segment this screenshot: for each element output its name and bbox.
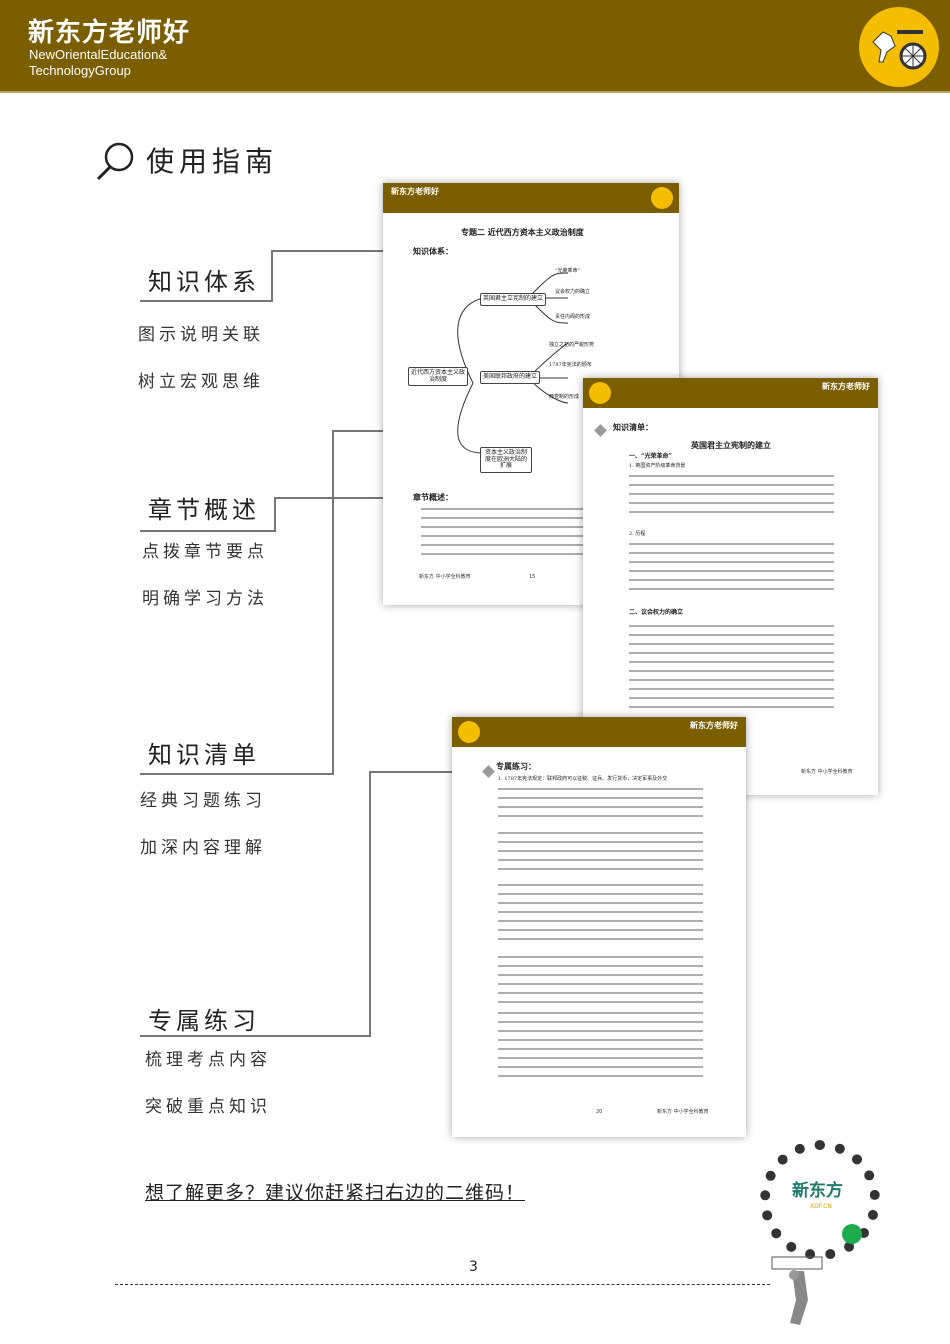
section-desc: 图示说明关联 [138, 325, 264, 345]
mind-map-leaf: 两党制的形成 [549, 394, 580, 400]
page-brand: 新东方老师好 [822, 382, 870, 391]
connector-line [140, 773, 334, 775]
chariot-logo-icon [458, 721, 480, 743]
chariot-logo-icon [859, 7, 939, 87]
body-text [498, 829, 703, 874]
body-text [498, 785, 703, 823]
section-desc: 加深内容理解 [140, 838, 266, 858]
page-number: 3 [469, 1259, 478, 1275]
connector-line [271, 250, 398, 252]
connector-line [274, 497, 276, 532]
section-desc: 梳理考点内容 [145, 1050, 271, 1070]
qr-logo: 新东方 [792, 1181, 843, 1201]
question-text: 1. 1787年宪法规定：联邦政府可以征税、征兵、发行货币，决定军事及外交 [498, 776, 668, 782]
qr-logo-sub: XDF.CN [810, 1203, 832, 1210]
body-text [629, 472, 834, 517]
mind-map-node: 美国联邦政府的建立 [480, 371, 541, 384]
heading-practice: 专属练习： [496, 761, 536, 771]
connector-line [369, 771, 371, 1037]
section-label-knowledge-list: 知识清单 [148, 741, 260, 769]
mind-map-leaf: 1787年宪法的颁布 [549, 362, 592, 368]
page-title: 使用指南 [146, 145, 279, 178]
dashed-divider [115, 1284, 770, 1285]
mind-map-node: 资本主义政治制度在欧洲大陆的扩展 [480, 447, 532, 473]
brand-name: 新东方老师好 [28, 18, 191, 48]
connector-line [140, 530, 276, 532]
page-footer: 新东方 中小学全科教育 [801, 769, 853, 775]
section-desc: 点拨章节要点 [142, 542, 268, 562]
mind-map-root: 近代西方资本主义政治制度 [408, 367, 468, 387]
connector-line [140, 1035, 371, 1037]
header-bar: 新东方老师好 NewOrientalEducation& TechnologyG… [0, 0, 950, 93]
connector-line [271, 250, 273, 302]
connector-line [274, 497, 398, 499]
mind-map-node: 英国君主立宪制的建立 [480, 293, 547, 306]
section-desc: 树立宏观思维 [138, 372, 264, 392]
section-label-exclusive-practice: 专属练习 [148, 1007, 260, 1035]
subheading: 一、“光荣革命” [629, 453, 672, 460]
body-text [498, 953, 703, 1003]
body-text [498, 1009, 703, 1079]
page-brand: 新东方老师好 [391, 187, 439, 196]
subheading: 1. 英国资产阶级革命背景 [629, 463, 686, 469]
chariot-logo-icon [589, 382, 611, 404]
page-brand: 新东方老师好 [690, 721, 738, 730]
qr-call-to-action: 想了解更多？建议你赶紧扫右边的二维码！ [145, 1182, 526, 1204]
body-text [629, 622, 834, 712]
qr-code[interactable]: 新东方 XDF.CN [760, 1140, 880, 1260]
subheading: 2. 历程 [629, 531, 646, 537]
section-desc: 明确学习方法 [142, 589, 268, 609]
heading-chapter-overview: 章节概述： [413, 492, 453, 502]
brand-sub-2: TechnologyGroup [29, 63, 131, 78]
heading-knowledge-system: 知识体系： [413, 246, 453, 256]
connector-line [140, 300, 273, 302]
mind-map-leaf: 责任内阁的形成 [555, 314, 591, 320]
section-title: 英国君主立宪制的建立 [691, 440, 771, 450]
section-label-knowledge-system: 知识体系 [148, 268, 260, 296]
section-desc: 经典习题练习 [140, 791, 266, 811]
page-footer: 新东方 中小学全科教育 [419, 574, 471, 580]
brand-sub-1: NewOrientalEducation& [29, 47, 168, 62]
mind-map-leaf: 独立之初的严峻形势 [549, 342, 595, 348]
page-title: 专题二 近代西方资本主义政治制度 [461, 227, 584, 237]
mind-map-leaf: “光荣革命” [555, 268, 581, 274]
preview-page-practice: 新东方老师好 专属练习： 1. 1787年宪法规定：联邦政府可以征税、征兵、发行… [452, 717, 746, 1137]
mini-program-icon [842, 1224, 862, 1244]
connector-line [332, 430, 334, 775]
page-number: 15 [529, 574, 536, 580]
section-desc: 突破重点知识 [145, 1097, 271, 1117]
chariot-logo-icon [651, 187, 673, 209]
body-text [498, 881, 703, 946]
heading-knowledge-list: 知识清单： [613, 422, 653, 432]
magnifier-icon [96, 142, 134, 181]
section-label-chapter-overview: 章节概述 [148, 496, 260, 524]
mascot-illustration [771, 1256, 823, 1325]
mind-map-leaf: 议会权力的确立 [555, 289, 591, 295]
body-text [629, 540, 834, 595]
connector-line [369, 771, 485, 773]
page-number: 20 [596, 1109, 603, 1115]
page-footer: 新东方 中小学全科教育 [657, 1109, 709, 1115]
subheading: 二、议会权力的确立 [629, 609, 684, 616]
